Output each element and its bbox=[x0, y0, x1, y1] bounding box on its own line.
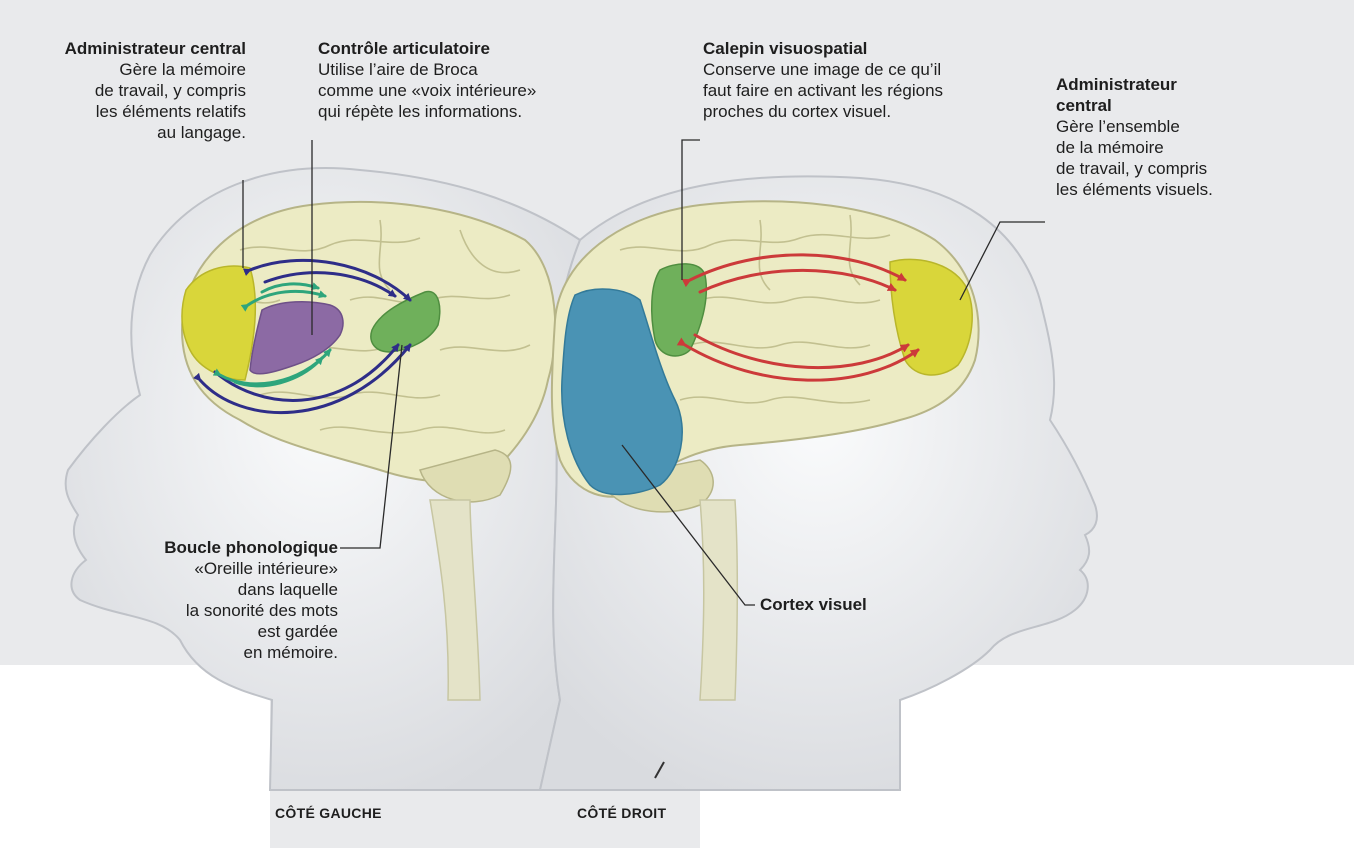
admin-central-right-title: Administrateur central bbox=[1056, 74, 1286, 116]
admin-central-left-label: Administrateur central Gère la mémoire d… bbox=[0, 38, 246, 143]
articulatory-title: Contrôle articulatoire bbox=[318, 38, 628, 59]
caption-left-side: CÔTÉ GAUCHE bbox=[275, 805, 382, 821]
phonological-text: «Oreille intérieure» dans laquelle la so… bbox=[80, 558, 338, 663]
visuospatial-title: Calepin visuospatial bbox=[703, 38, 1033, 59]
articulatory-label: Contrôle articulatoire Utilise l’aire de… bbox=[318, 38, 628, 122]
visual-cortex-label: Cortex visuel bbox=[760, 594, 960, 615]
visual-cortex-title: Cortex visuel bbox=[760, 594, 960, 615]
admin-central-right-text: Gère l’ensemble de la mémoire de travail… bbox=[1056, 116, 1286, 200]
articulatory-text: Utilise l’aire de Broca comme une «voix … bbox=[318, 59, 628, 122]
visuospatial-label: Calepin visuospatial Conserve une image … bbox=[703, 38, 1033, 122]
admin-central-left-text: Gère la mémoire de travail, y compris le… bbox=[0, 59, 246, 143]
admin-central-left-title: Administrateur central bbox=[0, 38, 246, 59]
admin-central-right-label: Administrateur central Gère l’ensemble d… bbox=[1056, 74, 1286, 200]
caption-right-side: CÔTÉ DROIT bbox=[577, 805, 666, 821]
visuospatial-text: Conserve une image de ce qu’il faut fair… bbox=[703, 59, 1033, 122]
phonological-title: Boucle phonologique bbox=[80, 537, 338, 558]
phonological-label: Boucle phonologique «Oreille intérieure»… bbox=[80, 537, 338, 663]
